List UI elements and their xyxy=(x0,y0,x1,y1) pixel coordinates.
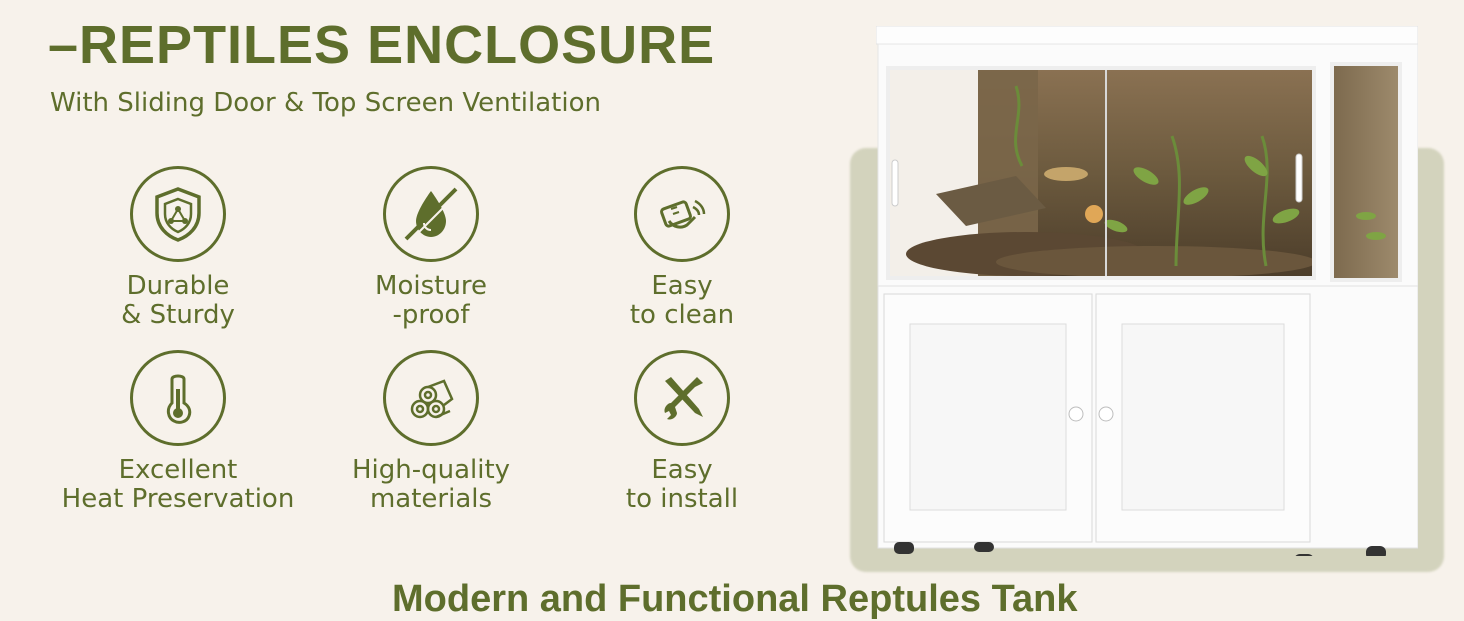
feature-label-line1: High-quality xyxy=(351,455,511,485)
feature-icon-circle xyxy=(130,166,226,262)
feature-label-line2: materials xyxy=(369,484,493,514)
feature-icon-circle xyxy=(634,350,730,446)
wood-logs-icon xyxy=(410,379,454,419)
feature-easy-clean: Easy to clean xyxy=(552,166,812,330)
cleaning-hand-icon xyxy=(660,199,706,229)
feature-icon-circle xyxy=(634,166,730,262)
feature-label-line2: to clean xyxy=(629,300,735,330)
tools-icon xyxy=(664,377,703,420)
feature-easy-install: Easy to install xyxy=(552,350,812,514)
product-image-enclosure xyxy=(875,25,1419,568)
feature-icon-circle xyxy=(130,350,226,446)
feature-label-line2: -proof xyxy=(392,300,470,330)
thermometer-icon xyxy=(166,374,192,424)
feature-label-line1: Easy xyxy=(651,271,713,301)
feature-durable: Durable & Sturdy xyxy=(48,166,308,330)
feature-label-line1: Moisture xyxy=(375,271,487,301)
feature-icon-circle xyxy=(383,350,479,446)
page-title: –REPTILES ENCLOSURE xyxy=(48,15,716,75)
shield-icon xyxy=(155,187,201,242)
feature-moisture-proof: Moisture -proof xyxy=(301,166,561,330)
page-subtitle: With Sliding Door & Top Screen Ventilati… xyxy=(50,88,601,118)
no-water-drop-icon xyxy=(404,187,460,243)
feature-icon-circle xyxy=(383,166,479,262)
feature-label-line1: Durable xyxy=(126,271,230,301)
feature-label-line1: Easy xyxy=(651,455,713,485)
feature-label-line2: & Sturdy xyxy=(121,300,235,330)
feature-label-line2: to install xyxy=(625,484,739,514)
feature-label-line1: Excellent xyxy=(118,455,238,485)
feature-high-quality: High-quality materials xyxy=(301,350,561,514)
feature-label-line2: Heat Preservation xyxy=(61,484,295,514)
feature-heat-preservation: Excellent Heat Preservation xyxy=(48,350,308,514)
